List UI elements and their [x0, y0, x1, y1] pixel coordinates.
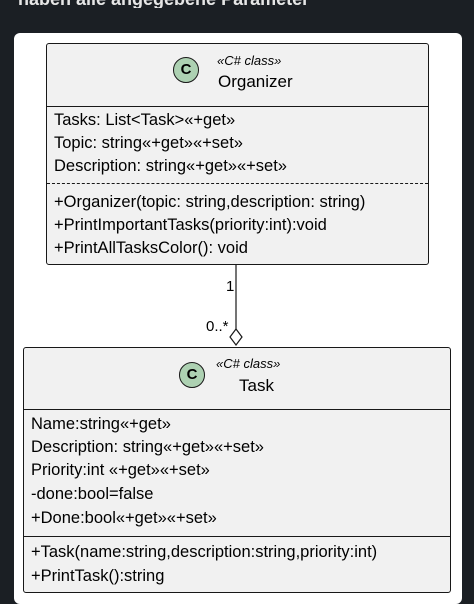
- header-text: haben alle angegebene Parameter: [18, 0, 474, 8]
- field: -done:bool=false: [31, 485, 154, 503]
- aggregation-diamond-icon: [229, 328, 243, 346]
- field: Description: string«+get»«+set»: [31, 438, 264, 456]
- target-multiplicity: 0..*: [206, 318, 229, 335]
- field: Name:string«+get»: [31, 415, 171, 433]
- aggregation-connector: [229, 265, 243, 346]
- field: Tasks: List<Task>«+get»: [54, 111, 236, 129]
- fields-methods-separator: [47, 183, 428, 184]
- field: Topic: string«+get»«+set»: [54, 134, 243, 152]
- field: +Done:bool«+get»«+set»: [31, 509, 217, 527]
- header-separator: [24, 409, 450, 410]
- uml-diagram-panel: C «C# class» Organizer Tasks: List<Task>…: [14, 33, 462, 604]
- method: +PrintImportantTasks(priority:int):void: [54, 216, 327, 234]
- class-name: Task: [239, 376, 274, 395]
- source-multiplicity: 1: [226, 278, 235, 295]
- class-stereotype: «C# class»: [217, 53, 282, 68]
- class-badge-icon: C: [179, 362, 205, 388]
- header-separator: [47, 106, 428, 107]
- field: Priority:int «+get»«+set»: [31, 461, 210, 479]
- class-task[interactable]: C «C# class» Task Name:string«+get» Desc…: [23, 347, 451, 593]
- class-stereotype: «C# class»: [216, 356, 281, 371]
- class-organizer[interactable]: C «C# class» Organizer Tasks: List<Task>…: [46, 43, 429, 265]
- method: +PrintTask():string: [31, 567, 165, 585]
- method: +PrintAllTasksColor(): void: [54, 239, 248, 257]
- method: +Task(name:string,description:string,pri…: [31, 543, 378, 561]
- class-badge-icon: C: [173, 57, 199, 83]
- class-name: Organizer: [218, 72, 293, 91]
- method: +Organizer(topic: string,description: st…: [54, 193, 366, 211]
- fields-methods-separator: [24, 536, 450, 537]
- field: Description: string«+get»«+set»: [54, 157, 287, 175]
